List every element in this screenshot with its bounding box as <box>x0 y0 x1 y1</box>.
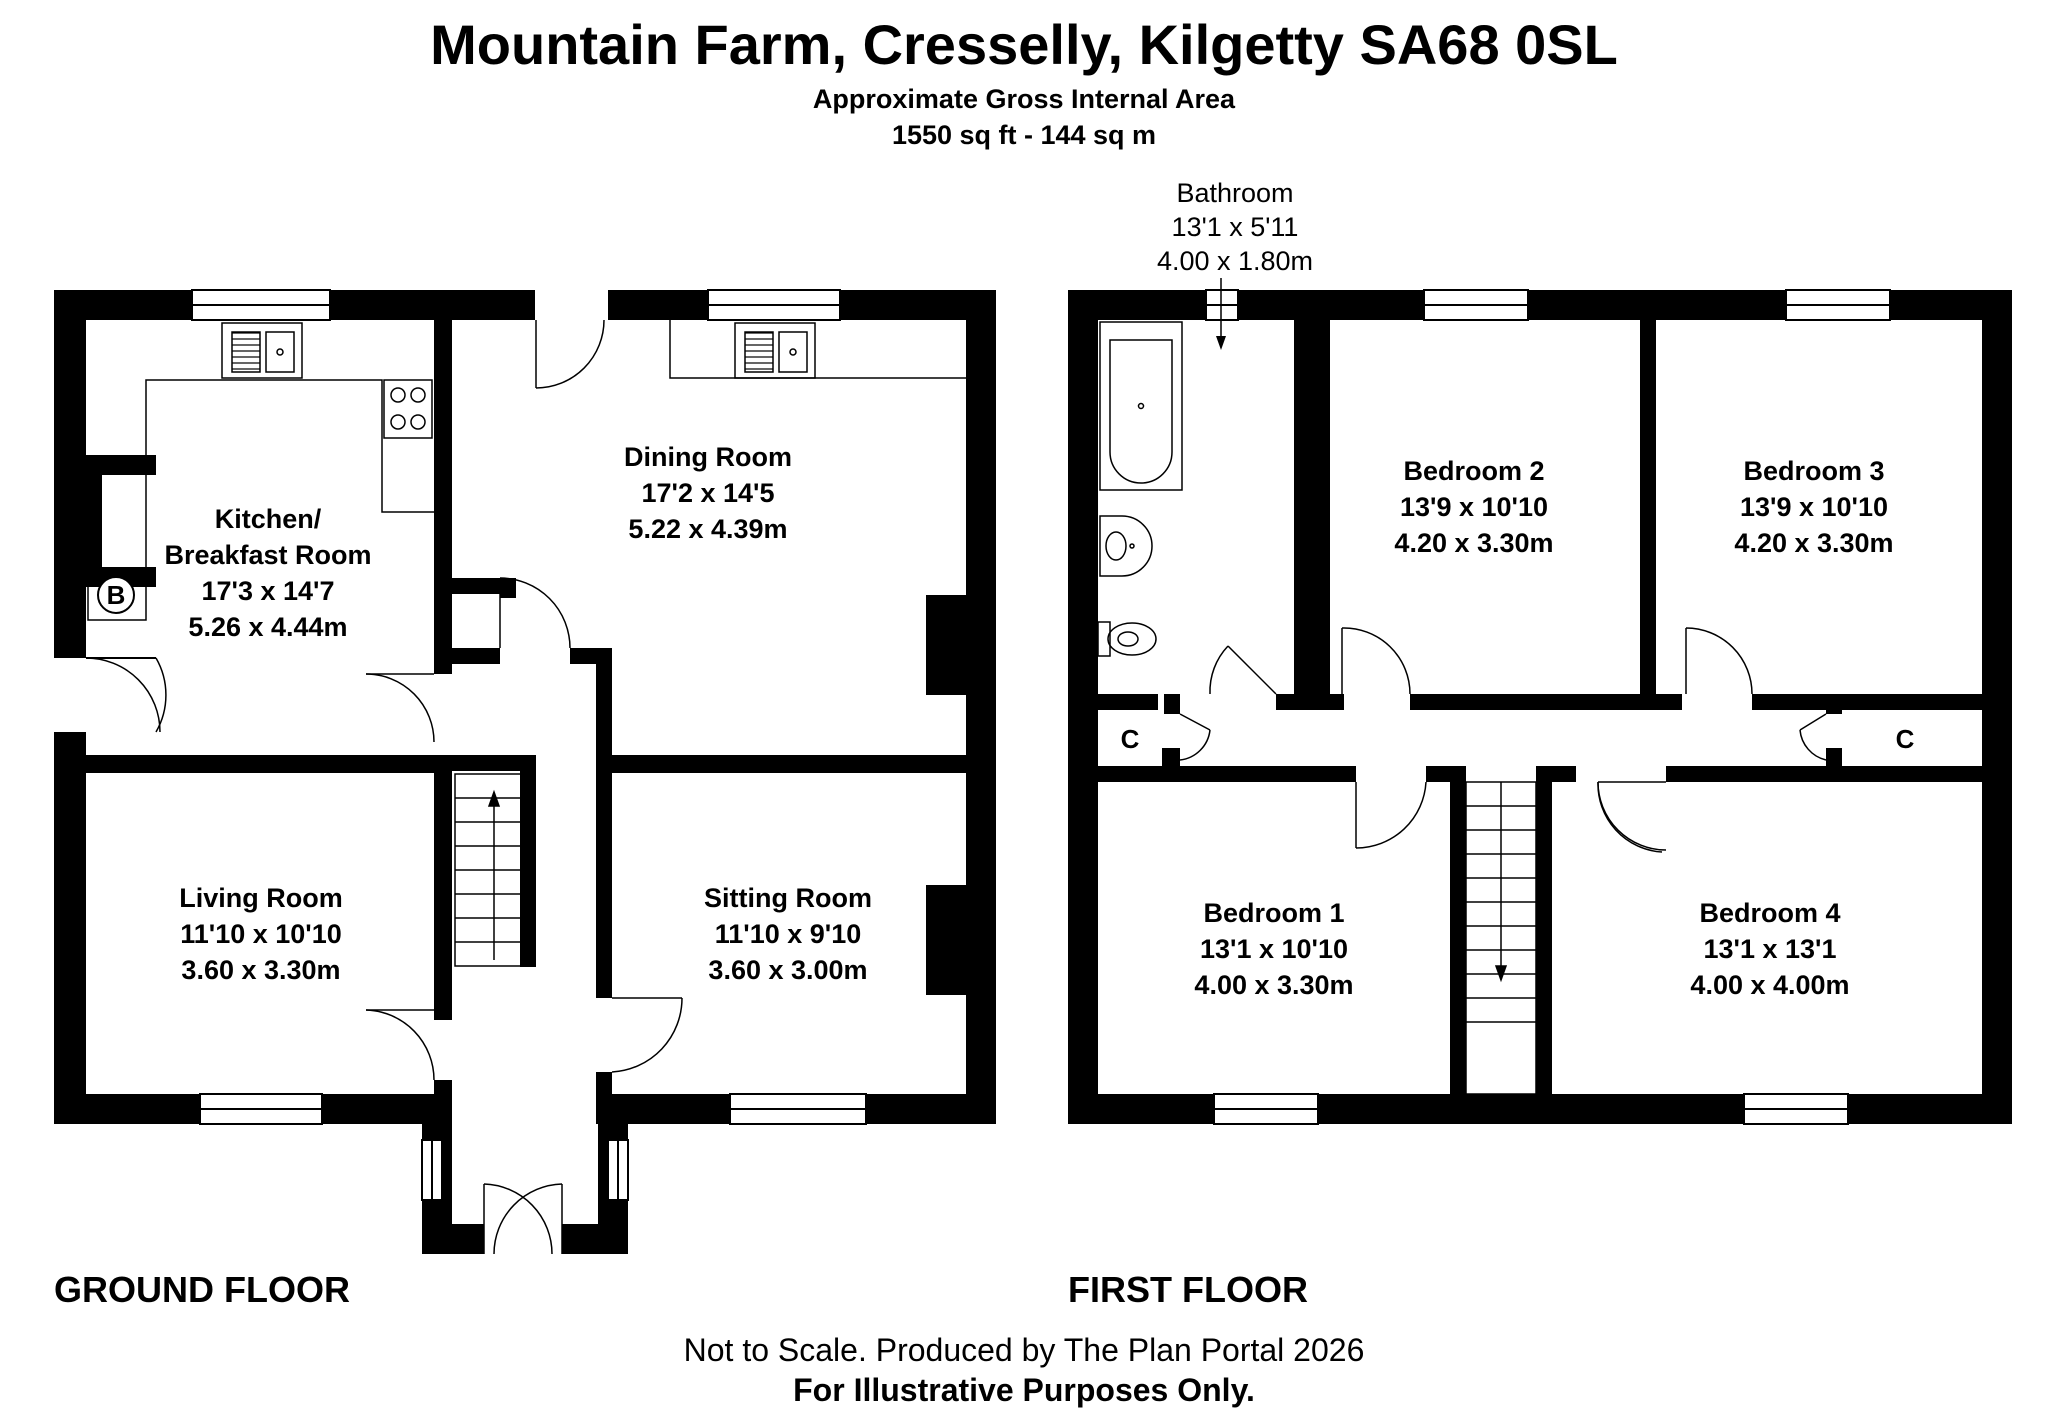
first-floor-label: FIRST FLOOR <box>1068 1269 1308 1310</box>
footer-disclaimer: For Illustrative Purposes Only. <box>793 1372 1255 1408</box>
bedroom3-imperial: 13'9 x 10'10 <box>1740 492 1888 522</box>
cupboard-left-label: C <box>1121 724 1140 754</box>
ground-floor-label: GROUND FLOOR <box>54 1269 350 1310</box>
first-floor-windows <box>1205 289 1891 1125</box>
kitchen-name-1: Kitchen/ <box>215 504 322 534</box>
bedroom2-name: Bedroom 2 <box>1403 456 1544 486</box>
bedroom1-metric: 4.00 x 3.30m <box>1194 970 1353 1000</box>
living-metric: 3.60 x 3.30m <box>181 955 340 985</box>
first-floor-room-labels: Bedroom 2 13'9 x 10'10 4.20 x 3.30m Bedr… <box>1194 456 1893 1000</box>
area-label: Approximate Gross Internal Area <box>812 84 1236 114</box>
dining-imperial: 17'2 x 14'5 <box>642 478 775 508</box>
bedroom4-metric: 4.00 x 4.00m <box>1690 970 1849 1000</box>
bedroom2-imperial: 13'9 x 10'10 <box>1400 492 1548 522</box>
bathroom-fixtures <box>1097 321 1183 657</box>
dining-metric: 5.22 x 4.39m <box>628 514 787 544</box>
living-name: Living Room <box>179 883 343 913</box>
bathroom-pointer <box>1216 278 1226 350</box>
cupboard-labels: C C <box>1121 724 1915 754</box>
ground-floor-plan: B Kitchen/ Breakfast <box>54 289 996 1310</box>
bathroom-name: Bathroom <box>1176 178 1293 208</box>
bedroom2-metric: 4.20 x 3.30m <box>1394 528 1553 558</box>
bedroom1-name: Bedroom 1 <box>1203 898 1344 928</box>
bathroom-label: Bathroom 13'1 x 5'11 4.00 x 1.80m <box>1157 178 1313 276</box>
first-floor-walls <box>1068 290 2012 1124</box>
boiler-icon: B <box>87 569 147 621</box>
kitchen-imperial: 17'3 x 14'7 <box>202 576 335 606</box>
kitchen-name-2: Breakfast Room <box>164 540 371 570</box>
living-imperial: 11'10 x 10'10 <box>180 919 342 949</box>
bedroom4-name: Bedroom 4 <box>1699 898 1840 928</box>
ground-floor-staircase <box>454 773 534 967</box>
bedroom4-imperial: 13'1 x 13'1 <box>1704 934 1837 964</box>
bedroom3-name: Bedroom 3 <box>1743 456 1884 486</box>
bathroom-imperial: 13'1 x 5'11 <box>1172 212 1299 242</box>
kitchen-metric: 5.26 x 4.44m <box>188 612 347 642</box>
sitting-metric: 3.60 x 3.00m <box>708 955 867 985</box>
first-floor-doors <box>1179 627 1827 853</box>
bathroom-metric: 4.00 x 1.80m <box>1157 246 1313 276</box>
plan-title: Mountain Farm, Cresselly, Kilgetty SA68 … <box>430 13 1618 76</box>
area-value: 1550 sq ft - 144 sq m <box>891 120 1157 150</box>
cupboard-right-label: C <box>1896 724 1915 754</box>
sitting-name: Sitting Room <box>704 883 872 913</box>
dining-name: Dining Room <box>624 442 792 472</box>
first-floor-plan: C C Bedroom 2 13'9 x 10'10 4.20 x 3.30m … <box>1068 178 2012 1310</box>
ground-floor-doors <box>85 319 683 1255</box>
bedroom3-metric: 4.20 x 3.30m <box>1734 528 1893 558</box>
ground-floor-room-labels: Kitchen/ Breakfast Room 17'3 x 14'7 5.26… <box>164 442 872 985</box>
bedroom1-imperial: 13'1 x 10'10 <box>1200 934 1348 964</box>
kitchen-units <box>145 320 966 583</box>
boiler-label: B <box>107 580 126 610</box>
sitting-imperial: 11'10 x 9'10 <box>715 919 861 949</box>
footer-note: Not to Scale. Produced by The Plan Porta… <box>683 1332 1365 1368</box>
chimney-recess <box>102 475 156 567</box>
ground-floor-walls <box>54 290 996 1254</box>
first-floor-staircase <box>1465 781 1537 1095</box>
ground-floor-windows <box>191 289 867 1201</box>
